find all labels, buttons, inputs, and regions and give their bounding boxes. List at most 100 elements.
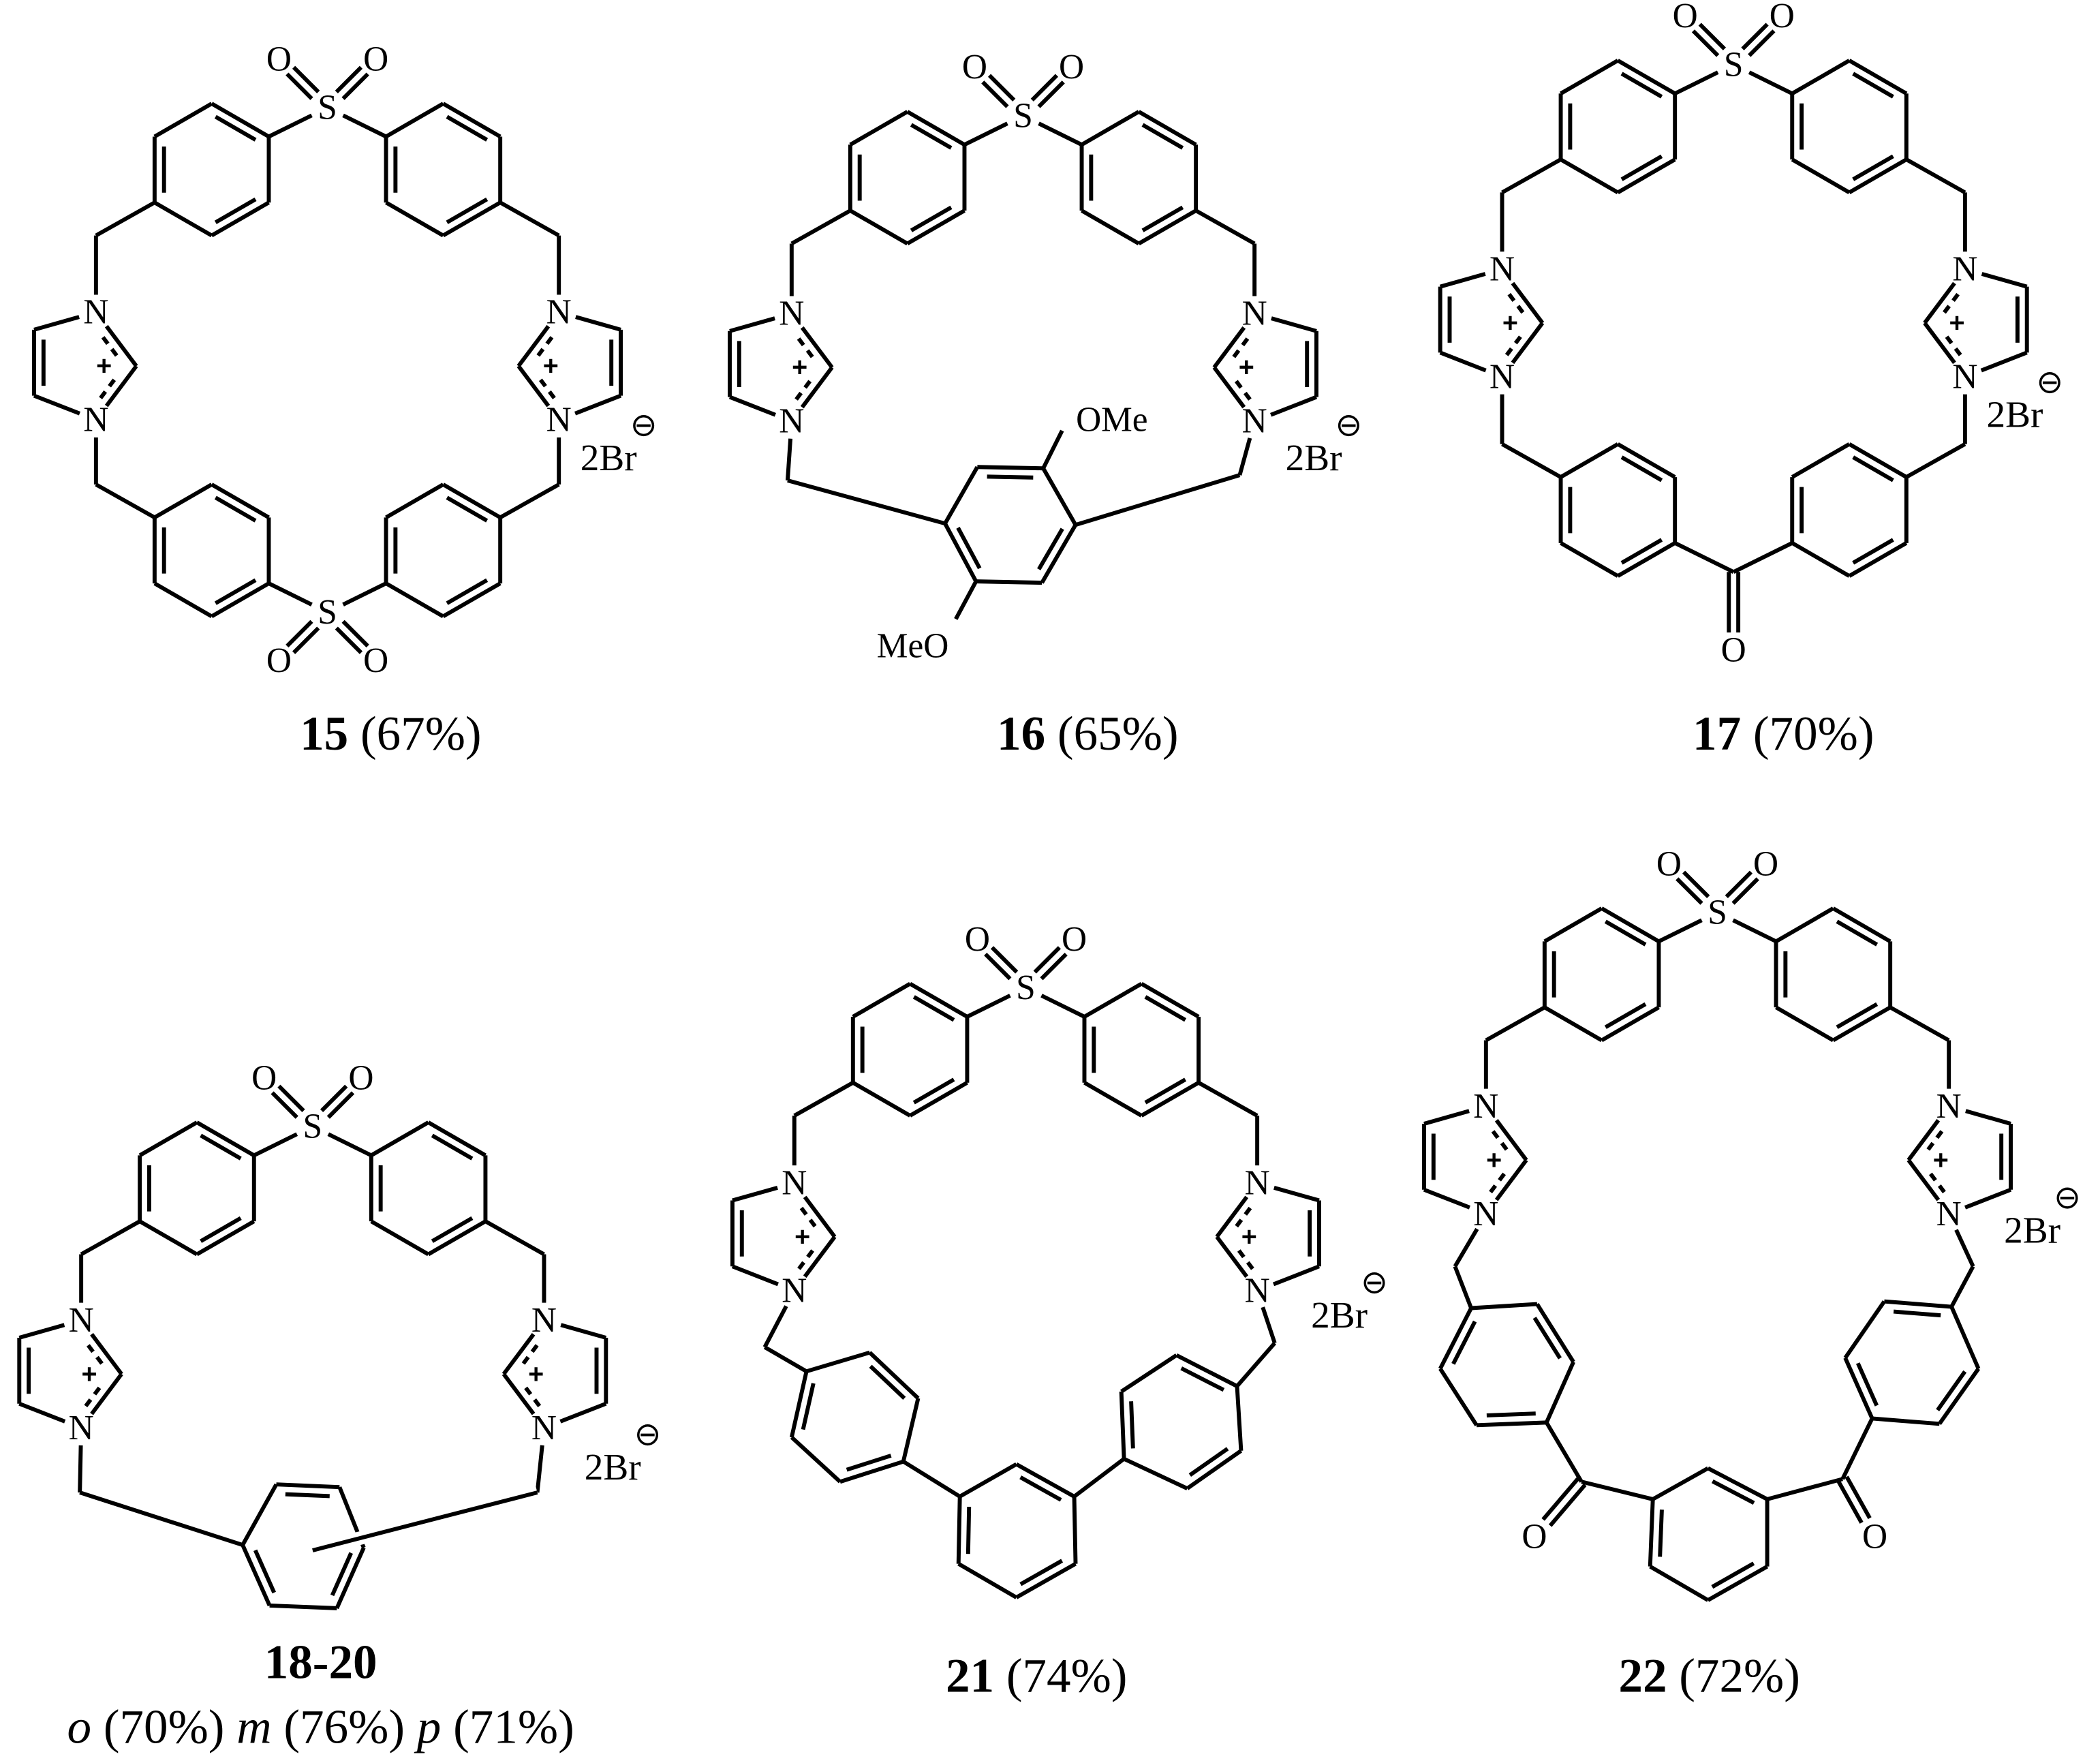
double-bond-line	[292, 65, 320, 94]
bond	[1843, 1357, 1874, 1420]
compound-yield: (65%)	[1057, 707, 1179, 761]
counterion-label: 2Br	[585, 1446, 641, 1488]
bond	[104, 365, 138, 408]
bond	[33, 315, 80, 332]
delocalized-bond-line	[1926, 1126, 1946, 1151]
bond	[1453, 1227, 1479, 1268]
bond	[1271, 316, 1317, 333]
positive-charge: +	[794, 1222, 810, 1252]
delocalized-bond-line	[1489, 1126, 1509, 1151]
oxygen-atom: O	[348, 1058, 373, 1097]
bond	[1072, 1457, 1126, 1499]
benzene-ring	[138, 1120, 256, 1257]
nitrogen-atom: N	[1473, 1195, 1498, 1233]
bond	[276, 1482, 340, 1490]
imidazolium-ring: NN+	[1923, 249, 2029, 396]
bond	[1083, 1081, 1143, 1118]
double-bond-line	[1658, 1509, 1664, 1557]
bond	[1658, 918, 1703, 944]
bond	[1872, 1416, 1940, 1426]
bond	[1601, 906, 1660, 943]
bond	[153, 200, 213, 238]
benzene-ring	[384, 102, 503, 238]
bond	[1832, 1005, 1891, 1043]
bond	[1439, 272, 1486, 289]
benzene-ring	[1082, 982, 1201, 1118]
bond	[1501, 157, 1562, 194]
carbonyl-oxygen-atom: O	[1721, 630, 1746, 669]
bond	[1273, 1185, 1320, 1203]
sulfur-atom: S	[318, 593, 337, 632]
bond	[1215, 1195, 1249, 1238]
sulfur-atom: S	[1708, 893, 1727, 932]
nitrogen-atom: N	[531, 1409, 557, 1447]
bond	[849, 110, 909, 147]
benzene-ring	[1438, 1302, 1575, 1428]
compound-15-label: 15(67%)	[300, 707, 481, 761]
positive-charge: +	[96, 351, 112, 381]
double-bond-line	[1541, 1477, 1580, 1521]
delocalized-bond-line	[536, 333, 556, 357]
bond	[1840, 1417, 1874, 1480]
double-bond-line	[1030, 74, 1059, 102]
bond	[1439, 350, 1487, 373]
double-bond-line	[277, 1084, 305, 1112]
benzene-ring	[369, 1120, 488, 1257]
oxygen-atom: O	[1059, 48, 1084, 87]
double-bond-line	[1741, 22, 1769, 50]
delocalized-bond-line	[1489, 1169, 1509, 1194]
double-bond-line	[446, 197, 489, 224]
bond	[762, 1305, 788, 1349]
bond	[427, 1120, 487, 1157]
bond	[959, 1462, 1018, 1499]
benzene-ring	[850, 982, 970, 1118]
bond	[1560, 541, 1619, 578]
double-bond-line	[335, 65, 363, 94]
bond	[385, 482, 444, 519]
bond	[963, 121, 1008, 147]
nitrogen-atom: N	[531, 1301, 557, 1340]
bond	[1601, 1005, 1660, 1043]
double-bond-line	[1836, 1002, 1879, 1029]
bond	[95, 482, 156, 519]
bond	[976, 579, 1043, 585]
bond	[1652, 1466, 1710, 1501]
double-bond-line	[966, 1507, 972, 1554]
double-bond-line	[1682, 870, 1710, 898]
bond	[385, 200, 444, 238]
bond	[1485, 1005, 1546, 1043]
bond	[79, 1490, 244, 1547]
counterion-label: 2Br	[581, 437, 637, 478]
carbonyl-oxygen-atom: O	[1862, 1518, 1887, 1557]
double-bond-line	[1019, 1559, 1064, 1586]
bond	[33, 393, 81, 416]
bond	[241, 1544, 272, 1607]
bond	[1038, 121, 1083, 147]
bond	[342, 113, 387, 139]
bond	[370, 1120, 430, 1157]
compound-22-label: 22(72%)	[1618, 1649, 1800, 1702]
double-bond-line	[1691, 29, 1720, 57]
bond	[268, 113, 313, 139]
bond	[1732, 541, 1793, 574]
nitrogen-atom: N	[782, 1271, 807, 1310]
bond	[1476, 1420, 1547, 1428]
benzene-ring	[848, 110, 967, 246]
nitrogen-atom: N	[1245, 1163, 1270, 1202]
bond	[1494, 1119, 1528, 1162]
bond	[1040, 994, 1085, 1019]
delocalized-bond-line	[521, 1383, 542, 1408]
bond	[559, 1401, 607, 1424]
bond	[138, 1120, 198, 1157]
bond	[442, 581, 501, 619]
bond	[211, 581, 270, 619]
compound-number: 17	[1693, 707, 1741, 761]
bond	[1923, 322, 1956, 365]
oxygen-atom: O	[1673, 0, 1698, 35]
bond	[1954, 1229, 1975, 1268]
bond	[1937, 1367, 1981, 1426]
double-bond-line	[431, 1216, 474, 1243]
benzene-ring	[1790, 59, 1909, 194]
